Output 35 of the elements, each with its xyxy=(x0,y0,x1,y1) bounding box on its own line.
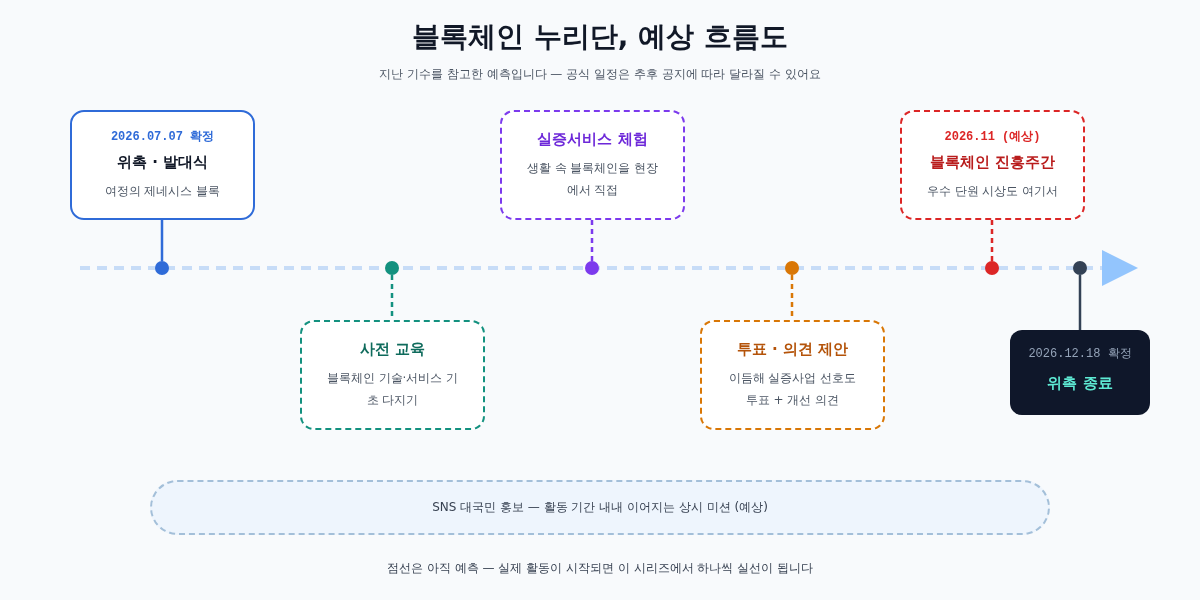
card-title: 위촉 · 발대식 xyxy=(116,153,209,172)
footnote-caption: 점선은 아직 예측 — 실제 활동이 시작되면 이 시리즈에서 하나씩 실선이 됩니다 xyxy=(386,560,814,577)
card-description: 우수 단원 시상도 여기서 xyxy=(925,183,1060,200)
connector-line xyxy=(160,220,164,261)
event-card xyxy=(900,110,1085,220)
timeline-dot xyxy=(155,261,169,275)
diagram-title: 블록체인 누리단, 예상 흐름도 xyxy=(411,19,789,55)
mission-banner xyxy=(150,480,1050,535)
card-description: 생활 속 블록체인을 현장에서 직접 xyxy=(525,159,660,199)
card-title: 사전 교육 xyxy=(359,339,426,359)
timeline-dot xyxy=(785,261,799,275)
connector-line xyxy=(1078,275,1082,330)
card-title: 실증서비스 체험 xyxy=(537,129,648,149)
subtitle-note: 지난 기수를 참고한 예측입니다 — 공식 일정은 추후 공지에 따라 달라질 수 있어요 xyxy=(378,66,822,83)
timeline-dot xyxy=(585,261,599,275)
event-card xyxy=(500,110,685,220)
timeline-dot xyxy=(1073,261,1087,275)
card-description: 여정의 제네시스 블록 xyxy=(103,183,222,200)
event-card xyxy=(70,110,255,220)
card-description: 블록체인 기술·서비스 기초 다지기 xyxy=(325,369,460,409)
connector-line xyxy=(590,220,594,261)
card-description: 이듬해 실증사업 선호도 투표 + 개선 의견 xyxy=(727,369,858,409)
date-label: 2026.07.07 확정 xyxy=(110,129,215,145)
card-title: 투표 · 의견 제안 xyxy=(736,339,849,359)
event-card xyxy=(300,320,485,430)
timeline-dot xyxy=(385,261,399,275)
connector-line xyxy=(990,220,994,261)
card-title: 위촉 종료 xyxy=(1047,373,1113,393)
date-label: 2026.11 (예상) xyxy=(944,129,1041,145)
event-card xyxy=(1010,330,1150,415)
card-title: 블록체인 진흥주간 xyxy=(929,153,1056,172)
event-card xyxy=(700,320,885,430)
timeline-dot xyxy=(985,261,999,275)
banner-text: SNS 대국민 홍보 — 활동 기간 내내 이어지는 상시 미션 (예상) xyxy=(432,499,768,516)
date-label: 2026.12.18 확정 xyxy=(1028,345,1132,362)
